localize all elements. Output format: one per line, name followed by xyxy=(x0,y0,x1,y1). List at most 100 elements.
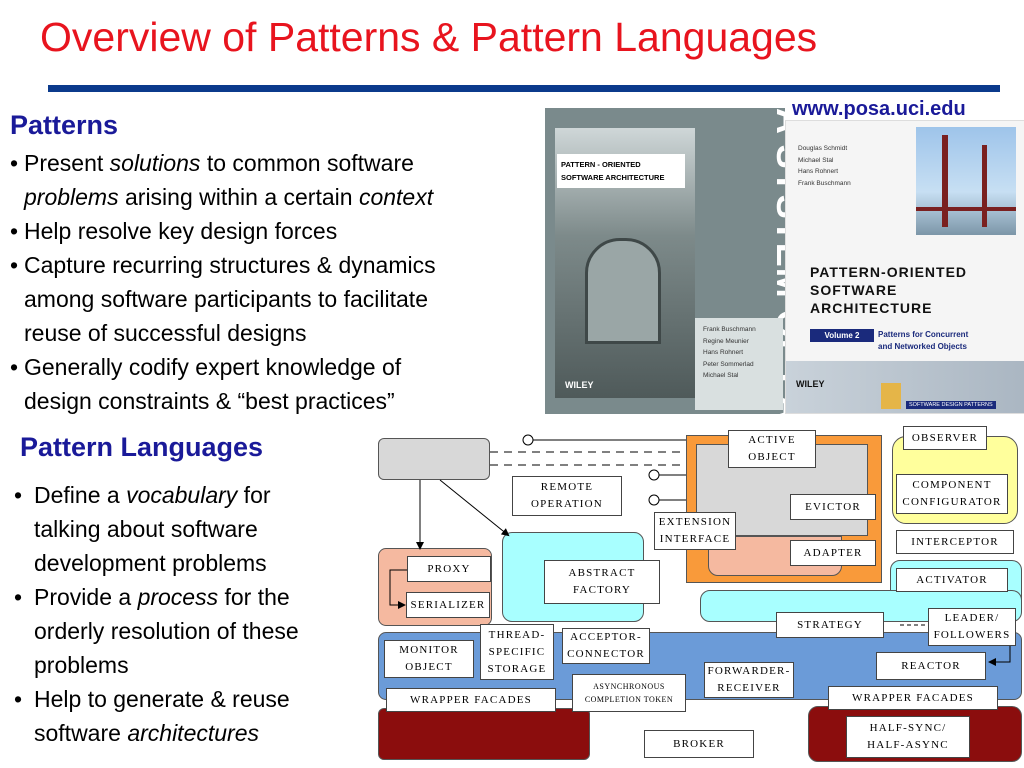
bullet-text: reuse of successful designs xyxy=(24,320,307,346)
book1-publisher: WILEY xyxy=(565,380,594,390)
label-asynchronous-completion-token[interactable]: ASYNCHRONOUS COMPLETION TOKEN xyxy=(572,674,686,712)
bullet-text: among software participants to facilitat… xyxy=(24,286,428,312)
label-thread-specific-storage[interactable]: THREAD- SPECIFIC STORAGE xyxy=(480,624,554,680)
label-half-sync-half-async[interactable]: HALF-SYNC/ HALF-ASYNC xyxy=(846,716,970,758)
bullet-text: context xyxy=(358,184,434,210)
bullet-line: •Help resolve key design forces xyxy=(10,214,550,248)
label-adapter[interactable]: ADAPTER xyxy=(790,540,876,566)
book1-arch-window xyxy=(585,238,661,344)
bullet-text: Help to generate & reuse xyxy=(34,686,290,712)
author-name: Frank Buschmann xyxy=(798,179,851,187)
lollipop-2 xyxy=(648,469,660,481)
title-rule xyxy=(48,85,1000,92)
bullet-line: •Generally codify expert knowledge of xyxy=(10,350,550,384)
bullet-line: talking about software xyxy=(14,512,374,546)
bullet-marker: • xyxy=(14,482,23,508)
bullet-text: for xyxy=(237,482,271,508)
bullet-marker: • xyxy=(10,218,19,244)
bullet-text: Provide a xyxy=(34,584,138,610)
website-url[interactable]: www.posa.uci.edu xyxy=(792,98,966,120)
bullet-text: problems xyxy=(34,652,129,678)
label-component-configurator[interactable]: COMPONENT CONFIGURATOR xyxy=(896,474,1008,514)
bullet-marker: • xyxy=(10,252,19,278)
author-name: Peter Sommerlad xyxy=(703,360,754,368)
bullet-text: process xyxy=(137,584,219,610)
bullet-text: design constraints & “best practices” xyxy=(24,388,395,414)
label-monitor-object[interactable]: MONITOR OBJECT xyxy=(384,640,474,678)
label-observer[interactable]: OBSERVER xyxy=(903,426,987,450)
bullet-marker: • xyxy=(10,354,19,380)
lollipop-3 xyxy=(648,494,660,506)
maroon-region-left xyxy=(378,708,590,760)
label-strategy[interactable]: STRATEGY xyxy=(776,612,884,638)
bullet-text: arising within a certain xyxy=(118,184,359,210)
bullet-text: vocabulary xyxy=(126,482,238,508)
bullet-text: software xyxy=(34,720,128,746)
bullet-line: problems arising within a certain contex… xyxy=(10,180,550,214)
label-evictor[interactable]: EVICTOR xyxy=(790,494,876,520)
bullet-text: orderly resolution of these xyxy=(34,618,299,644)
label-remote-operation[interactable]: REMOTE OPERATION xyxy=(512,476,622,516)
bullet-text: Help resolve key design forces xyxy=(24,218,338,244)
label-proxy[interactable]: PROXY xyxy=(407,556,491,582)
book-cover-system-of-patterns: PATTERN - ORIENTED SOFTWARE ARCHITECTURE… xyxy=(545,108,785,414)
label-wrapper-facades-left[interactable]: WRAPPER FACADES xyxy=(386,688,556,712)
bullet-line: •Present solutions to common software xyxy=(10,146,550,180)
bullet-text: problems xyxy=(24,184,119,210)
label-leader-followers[interactable]: LEADER/ FOLLOWERS xyxy=(928,608,1016,646)
bullet-text: solutions xyxy=(109,150,201,176)
book2-series: SOFTWARE DESIGN PATTERNS xyxy=(906,401,996,409)
book2-subtitle: Patterns for Concurrent and Networked Ob… xyxy=(878,330,969,351)
book2-volume: Volume 2 xyxy=(810,329,874,342)
label-serializer[interactable]: SERIALIZER xyxy=(406,592,490,618)
bullet-marker: • xyxy=(10,150,19,176)
bullet-marker: • xyxy=(14,584,23,610)
bullet-line: problems xyxy=(14,648,374,682)
bullet-marker: • xyxy=(14,686,23,712)
label-acceptor-connector[interactable]: ACCEPTOR- CONNECTOR xyxy=(562,628,650,664)
book1-label: PATTERN - ORIENTED SOFTWARE ARCHITECTURE xyxy=(557,154,685,188)
label-active-object[interactable]: ACTIVE OBJECT xyxy=(728,430,816,468)
label-reactor[interactable]: REACTOR xyxy=(876,652,986,680)
bullet-line: orderly resolution of these xyxy=(14,614,374,648)
book2-photo-bridge xyxy=(916,127,1016,235)
bullet-text: talking about software xyxy=(34,516,258,542)
book2-publisher: WILEY xyxy=(796,379,825,389)
label-activator[interactable]: ACTIVATOR xyxy=(896,568,1008,592)
author-name: Douglas Schmidt xyxy=(798,145,848,152)
pattern-languages-heading: Pattern Languages xyxy=(20,432,264,462)
gray-client-box xyxy=(378,438,490,480)
bullet-line: • Define a vocabulary for xyxy=(14,478,374,512)
author-name: Michael Stal xyxy=(798,156,834,164)
author-name: Regine Meunier xyxy=(703,337,749,345)
author-name: Hans Rohnert xyxy=(798,168,839,175)
label-forwarder-receiver[interactable]: FORWARDER- RECEIVER xyxy=(704,662,794,698)
pattern-languages-bullet-list: • Define a vocabulary for talking about so… xyxy=(14,478,374,750)
bullet-line: software architectures xyxy=(14,716,374,750)
label-extension-interface[interactable]: EXTENSION INTERFACE xyxy=(654,512,736,550)
bullet-text: Capture recurring structures & dynamics xyxy=(24,252,436,278)
book2-series-logo xyxy=(881,383,901,409)
slide-title: Overview of Patterns & Pattern Languages xyxy=(40,14,818,60)
author-name: Frank Buschmann xyxy=(703,326,756,333)
label-broker[interactable]: BROKER xyxy=(644,730,754,758)
bullet-text: for the xyxy=(218,584,290,610)
label-interceptor[interactable]: INTERCEPTOR xyxy=(896,530,1014,554)
patterns-heading: Patterns xyxy=(10,110,119,140)
label-wrapper-facades-right[interactable]: WRAPPER FACADES xyxy=(828,686,998,710)
bullet-line: among software participants to facilitat… xyxy=(10,282,550,316)
bullet-text: architectures xyxy=(127,720,259,746)
bullet-line: • Help to generate & reuse xyxy=(14,682,374,716)
bullet-text: Generally codify expert knowledge of xyxy=(24,354,402,380)
bullet-text: Define a xyxy=(34,482,127,508)
author-name: Hans Rohnert xyxy=(703,349,744,356)
bullet-line: development problems xyxy=(14,546,374,580)
label-abstract-factory[interactable]: ABSTRACT FACTORY xyxy=(544,560,660,604)
bullet-line: design constraints & “best practices” xyxy=(10,384,550,418)
